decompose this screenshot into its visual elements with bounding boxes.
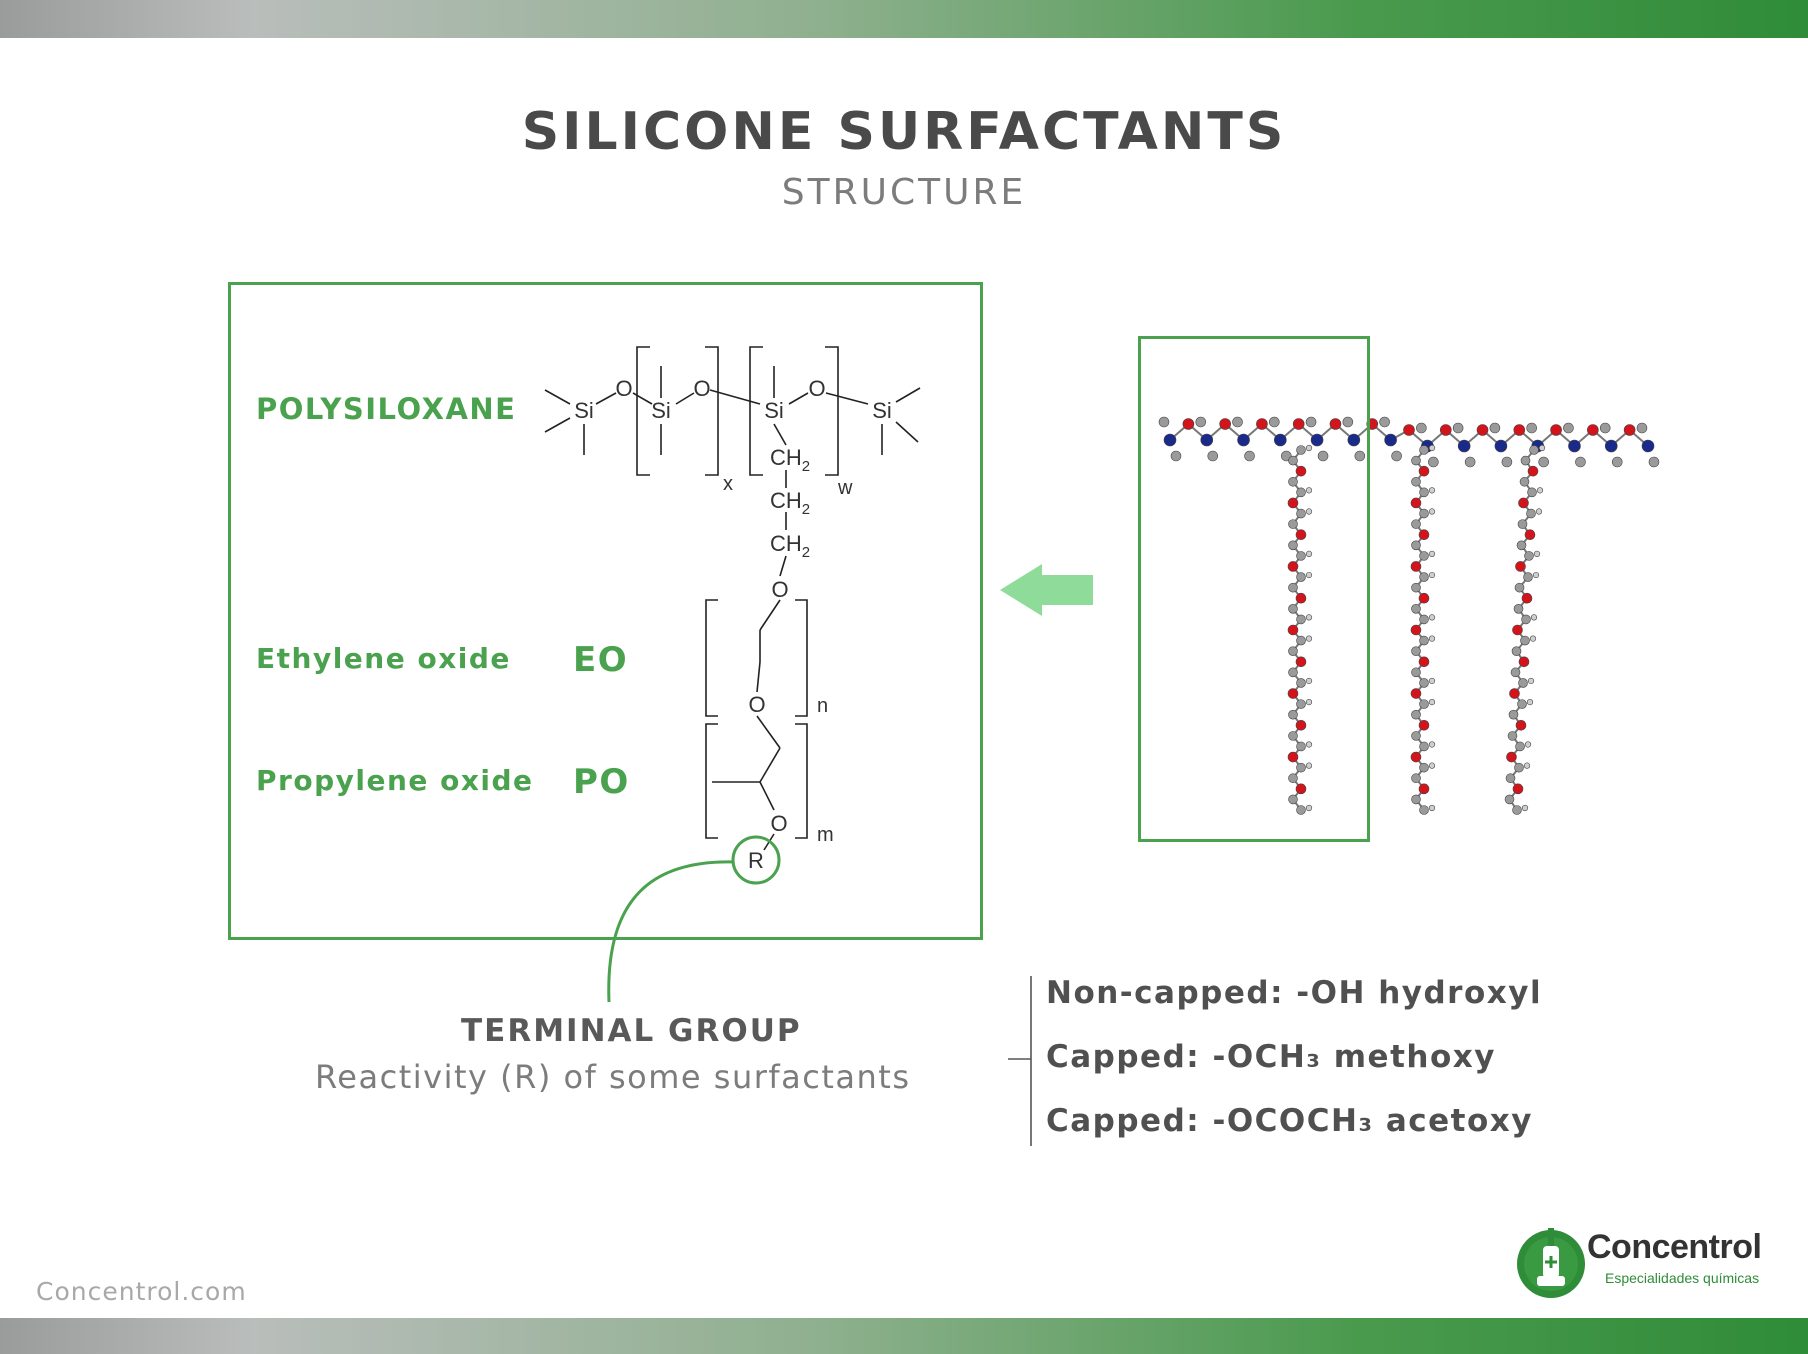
- o-atom-4: O: [771, 577, 788, 602]
- eo-abbreviation: EO: [573, 640, 629, 680]
- o-atom-3: O: [808, 376, 825, 401]
- terminal-connector-line: [607, 860, 735, 1003]
- subscript-x: x: [723, 473, 733, 495]
- bottom-banner: [0, 1318, 1808, 1354]
- ch2-3: CH2: [770, 531, 810, 561]
- si-atom-3: Si: [764, 398, 784, 423]
- formula-panel: [228, 282, 983, 940]
- molecule-highlight-box: [1138, 336, 1370, 842]
- cap-option-hydroxyl: Non-capped: -OH hydroxyl: [1046, 975, 1543, 1011]
- si-atom-1: Si: [574, 398, 594, 423]
- o-atom-2: O: [693, 376, 710, 401]
- footer-url: Concentrol.com: [36, 1277, 247, 1306]
- cap-option-acetoxy: Capped: -OCOCH₃ acetoxy: [1046, 1103, 1533, 1139]
- si-atom-2: Si: [651, 398, 671, 423]
- ch2-1: CH2: [770, 445, 810, 475]
- terminal-group-title: TERMINAL GROUP: [461, 1013, 802, 1049]
- po-abbreviation: PO: [573, 762, 630, 802]
- o-atom-6: O: [770, 811, 787, 836]
- polysiloxane-label: POLYSILOXANE: [256, 392, 517, 426]
- si-atom-4: Si: [872, 398, 892, 423]
- cap-option-methoxy: Capped: -OCH₃ methoxy: [1046, 1039, 1496, 1075]
- page-subtitle: STRUCTURE: [781, 172, 1027, 213]
- o-atom-1: O: [615, 376, 632, 401]
- o-atom-5: O: [748, 692, 765, 717]
- subscript-w: w: [837, 477, 853, 499]
- propylene-oxide-label: Propylene oxide: [256, 764, 534, 797]
- logo-name: Concentrol: [1587, 1228, 1762, 1266]
- top-banner: [0, 0, 1808, 38]
- logo-emblem-icon: [1517, 1228, 1585, 1298]
- terminal-group-subtitle: Reactivity (R) of some surfactants: [315, 1058, 911, 1096]
- page-title: SILICONE SURFACTANTS: [521, 102, 1287, 162]
- subscript-m: m: [817, 824, 834, 846]
- ethylene-oxide-label: Ethylene oxide: [256, 642, 511, 675]
- ch2-2: CH2: [770, 488, 810, 518]
- logo-tagline: Especialidades químicas: [1605, 1270, 1760, 1286]
- r-group: R: [748, 848, 764, 873]
- concentrol-logo: Concentrol Especialidades químicas: [1515, 1218, 1785, 1310]
- r-group-circle: [731, 835, 781, 885]
- subscript-n: n: [817, 695, 828, 717]
